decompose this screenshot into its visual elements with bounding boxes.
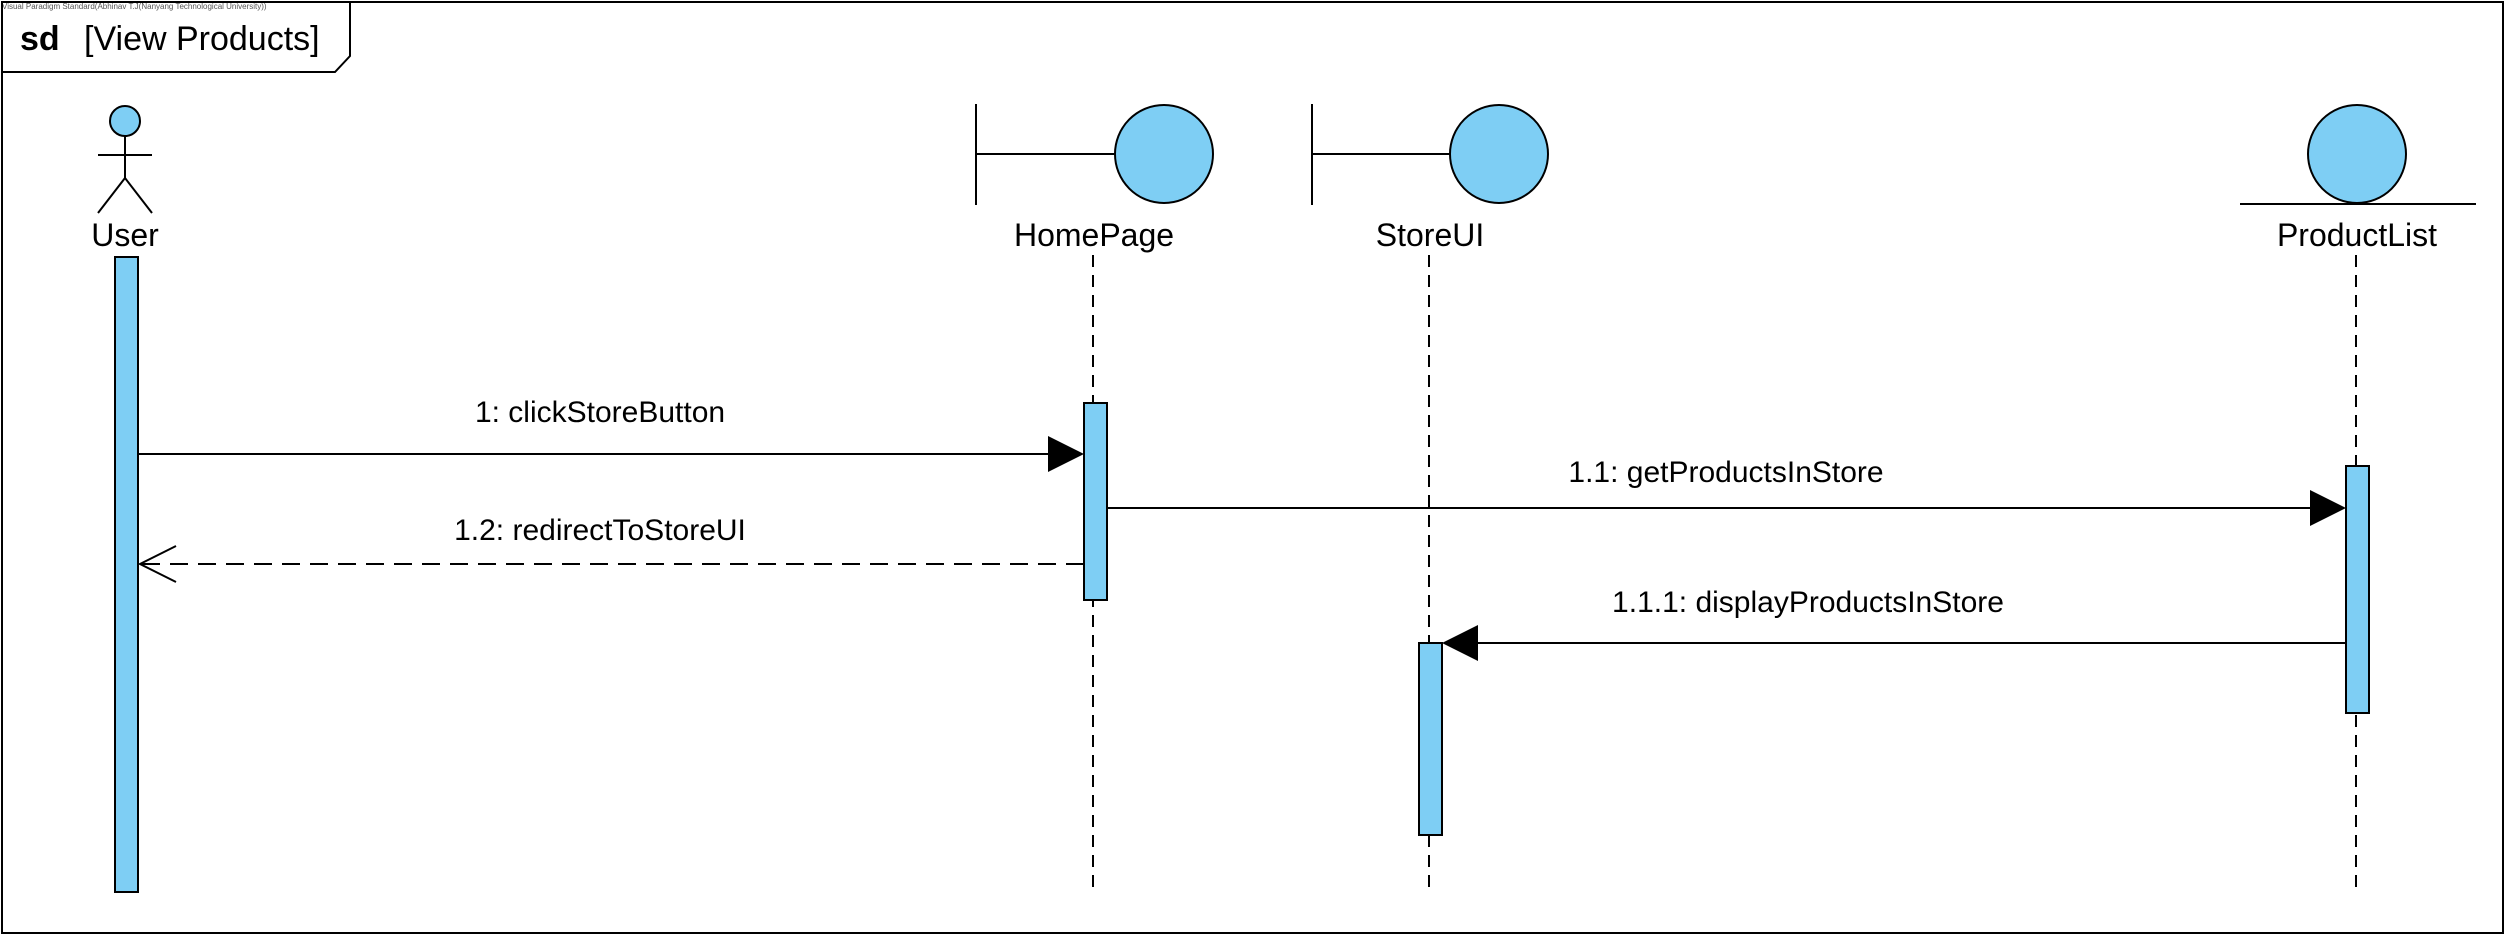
activation-bar-user — [114, 256, 139, 893]
frame-title: [View Products] — [84, 20, 320, 58]
activation-bar-storeui — [1418, 642, 1443, 836]
actor-icon — [97, 105, 153, 214]
message-label-1: 1: clickStoreButton — [475, 396, 725, 429]
boundary-icon — [975, 104, 1214, 205]
entity-icon — [2240, 104, 2476, 205]
watermark-text: Visual Paradigm Standard(Abhinav T.J(Nan… — [2, 2, 267, 11]
filled-arrowhead — [1442, 625, 1478, 661]
message-1-1: 1.1: getProductsInStore — [1107, 456, 2346, 526]
activation-bar-homepage — [1083, 402, 1108, 601]
message-label-1-2: 1.2: redirectToStoreUI — [454, 514, 746, 547]
filled-arrowhead — [1048, 436, 1084, 472]
lifeline-name-storeui: StoreUI — [1376, 217, 1484, 253]
activation-bar-productlist — [2345, 465, 2370, 714]
frame-title-tab — [2, 2, 351, 73]
filled-arrowhead — [2310, 490, 2346, 526]
message-1-1-1: 1.1.1: displayProductsInStore — [1442, 586, 2346, 661]
lifeline-user: User — [91, 105, 159, 893]
message-label-1-1-1: 1.1.1: displayProductsInStore — [1612, 586, 2004, 619]
boundary-icon — [1311, 104, 1549, 205]
open-arrowhead — [137, 545, 177, 583]
message-1-2: 1.2: redirectToStoreUI — [137, 514, 1084, 583]
lifeline-homepage: HomePage — [975, 104, 1214, 895]
lifeline-name-homepage: HomePage — [1014, 217, 1174, 253]
lifeline-name-productlist: ProductList — [2277, 217, 2437, 253]
lifeline-name-user: User — [91, 217, 159, 253]
lifeline-storeui: StoreUI — [1311, 104, 1549, 895]
lifeline-productlist: ProductList — [2240, 104, 2476, 895]
message-1: 1: clickStoreButton — [138, 396, 1084, 472]
message-label-1-1: 1.1: getProductsInStore — [1568, 456, 1883, 489]
frame-keyword: sd — [20, 20, 60, 58]
